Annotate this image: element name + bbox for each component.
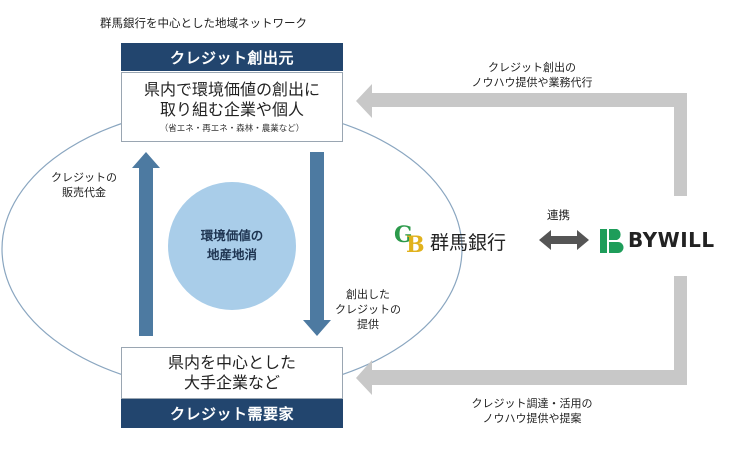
demander-box: 県内を中心とした 大手企業など [121,347,343,399]
demander-line2: 大手企業など [183,373,280,392]
know-how-label-top: クレジット創出の ノウハウ提供や業務代行 [432,60,632,90]
credit-provision-line1: 創出した [346,288,390,301]
know-how-bottom-line1: クレジット調達・活用の [471,397,593,410]
know-how-arrow-top [356,84,687,196]
gunma-bank-logo: G B [394,222,425,258]
demander-line1: 県内を中心とした [167,353,296,372]
circle-label-line1: 環境価値の [200,228,264,243]
bywill-logo-icon [600,229,624,253]
creator-box: 県内で環境価値の創出に 取り組む企業や個人 （省エネ・再エネ・森林・農業など） [121,72,343,142]
bywill-name: BYWILL [628,228,715,252]
circle-label-line2: 地産地消 [206,247,257,262]
link-label: 連携 [547,208,570,222]
creator-banner: クレジット創出元 [121,43,343,71]
creator-note: （省エネ・再エネ・森林・農業など） [159,124,305,134]
credit-provision-line2: クレジットの [335,303,401,316]
creator-line2: 取り組む企業や個人 [159,100,304,119]
know-how-label-bottom: クレジット調達・活用の ノウハウ提供や提案 [422,396,642,426]
credit-provision-label: 創出した クレジットの 提供 [328,287,408,332]
payment-label-line1: クレジットの [51,171,117,184]
double-arrow-icon [539,230,589,250]
know-how-top-line2: ノウハウ提供や業務代行 [471,76,593,89]
know-how-top-line1: クレジット創出の [488,61,576,74]
credit-down-arrow [303,152,331,336]
creator-line1: 県内で環境価値の創出に [143,80,320,99]
know-how-bottom-line2: ノウハウ提供や提案 [482,412,582,425]
payment-label-line2: 販売代金 [62,186,106,199]
credit-provision-line3: 提供 [357,318,379,331]
network-caption: 群馬銀行を中心とした地域ネットワーク [100,16,307,30]
gb-logo-icon: G [394,222,413,248]
gb-logo-b: B [406,232,425,258]
demander-banner: クレジット需要家 [121,399,343,428]
local-consumption-circle [168,182,296,310]
payment-up-arrow [132,152,160,336]
payment-label: クレジットの 販売代金 [44,170,124,200]
know-how-arrow-bottom [356,276,687,395]
gunma-bank-name: 群馬銀行 [430,232,507,254]
circle-label: 環境価値の 地産地消 [168,226,296,264]
